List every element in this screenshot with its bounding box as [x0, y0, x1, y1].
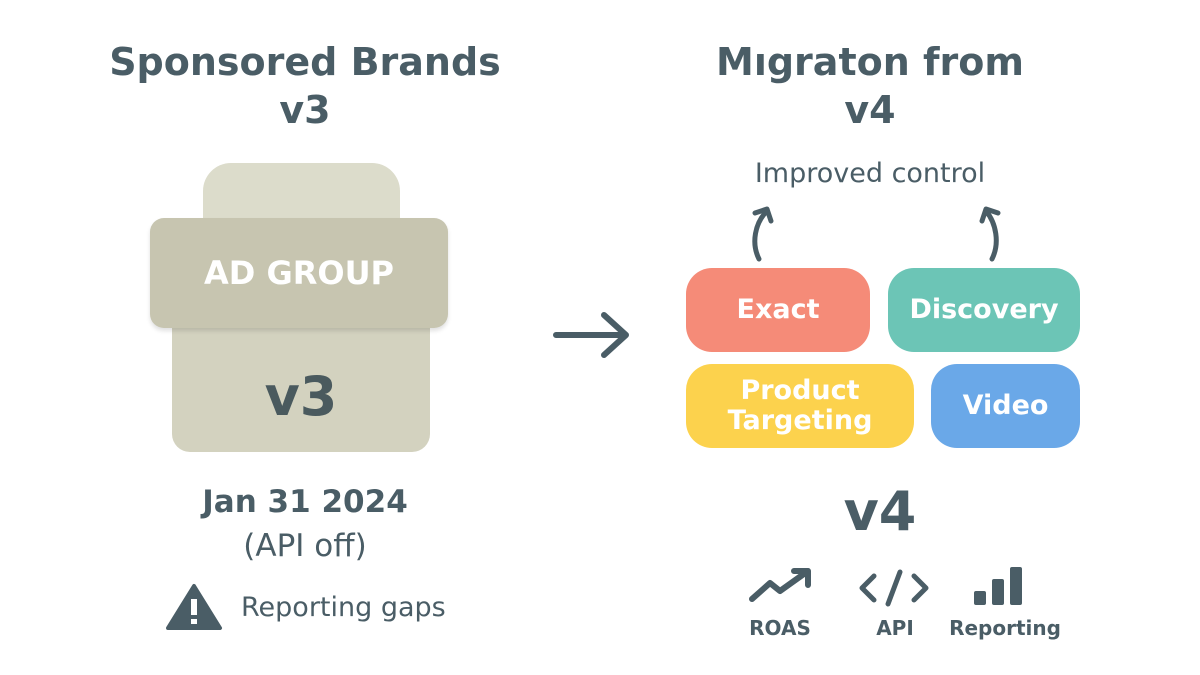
- bar-chart-icon: [974, 567, 1022, 605]
- pill-label: Video: [962, 390, 1049, 421]
- deprecation-date: Jan 31 2024 (API off): [120, 480, 490, 568]
- feature-roas: ROAS: [749, 616, 811, 640]
- v4-label: v4: [843, 480, 917, 543]
- date-note: (API off): [243, 528, 367, 564]
- feature-reporting: Reporting: [949, 616, 1061, 640]
- pill-discovery: Discovery: [888, 268, 1080, 352]
- right-title: Mıgraton from v4: [660, 38, 1080, 134]
- pill-video: Video: [931, 364, 1080, 448]
- warning-icon: [166, 584, 222, 630]
- pill-exact: Exact: [686, 268, 870, 352]
- pill-label: Exact: [736, 294, 820, 325]
- date-text: Jan 31 2024: [202, 484, 408, 520]
- code-icon: [859, 569, 929, 607]
- pill-label: Product Targeting: [727, 375, 873, 436]
- arrow-right-icon: [553, 312, 629, 358]
- curved-arrow-up-icon: [979, 206, 1001, 262]
- left-title-line1: Sponsored Brands: [109, 40, 501, 84]
- curved-arrow-up-icon: [752, 206, 774, 262]
- feature-api: API: [876, 616, 914, 640]
- pill-label: Discovery: [909, 294, 1059, 325]
- right-title-line2: v4: [844, 88, 896, 132]
- warning-row: Reporting gaps: [165, 583, 446, 631]
- warning-text: Reporting gaps: [241, 591, 446, 623]
- left-title-line2: v3: [279, 88, 331, 132]
- pill-product-targeting: Product Targeting: [686, 364, 914, 448]
- ad-group-label: AD GROUP: [203, 254, 394, 292]
- right-title-line1: Mıgraton from: [716, 40, 1024, 84]
- left-title: Sponsored Brands v3: [60, 38, 550, 134]
- ad-group-box: AD GROUP: [150, 218, 448, 328]
- trend-up-icon: [749, 568, 811, 602]
- subtitle: Improved control: [754, 158, 986, 189]
- v3-label: v3: [264, 364, 338, 428]
